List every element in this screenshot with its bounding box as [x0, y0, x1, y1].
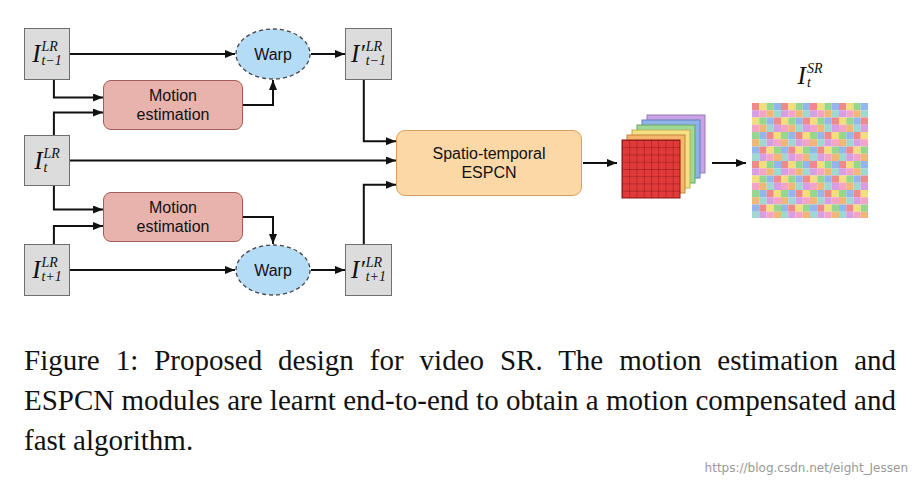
math-label: I′LRt+1 [351, 256, 386, 284]
connector [70, 160, 396, 162]
connector [311, 53, 345, 55]
figure-caption: Figure 1: Proposed design for video SR. … [24, 340, 896, 460]
output-arrow [583, 162, 617, 164]
superscript: LR [366, 40, 386, 54]
connector [54, 226, 103, 244]
connector [70, 53, 235, 55]
connector [243, 80, 273, 105]
watermark: https://blog.csdn.net/eight_Jessen [705, 461, 908, 475]
subscript: t−1 [366, 54, 386, 68]
process-box: Motion estimation [103, 192, 243, 242]
subscript: t+1 [366, 270, 386, 284]
math-label: ILRt+1 [32, 256, 62, 284]
connector [243, 217, 273, 244]
script-stack: LRt+1 [366, 256, 386, 284]
frame-box: ILRt [24, 135, 70, 186]
output-arrow [712, 162, 746, 164]
symbol-base: I′ [351, 257, 365, 283]
math-label: ILRt [34, 147, 60, 175]
connector [364, 185, 396, 244]
script-stack: LRt−1 [41, 40, 61, 68]
math-label: ILRt−1 [32, 40, 62, 68]
node-label: Warp [254, 261, 292, 280]
connector [364, 80, 396, 141]
feature-stack [622, 115, 705, 198]
connector [311, 269, 345, 271]
subscript: t [43, 161, 59, 175]
sr-mosaic [752, 103, 868, 218]
symbol-base: I [798, 63, 806, 89]
process-box: Spatio-temporal ESPCN [396, 130, 582, 196]
symbol-base: I [32, 257, 40, 283]
script-stack: LRt−1 [366, 40, 386, 68]
node-label: Motion estimation [123, 86, 223, 124]
node-label: Motion estimation [123, 198, 223, 236]
symbol-base: I [32, 41, 40, 67]
script-stack: LRt [43, 147, 59, 175]
superscript: LR [366, 256, 386, 270]
node-label: Spatio-temporal ESPCN [419, 144, 559, 182]
connector [70, 269, 235, 271]
math-label: I′LRt−1 [351, 40, 386, 68]
script-stack: LRt+1 [41, 256, 61, 284]
connector [54, 113, 103, 136]
script-stack: SRt [807, 62, 823, 90]
subscript: t+1 [41, 270, 61, 284]
superscript: SR [807, 62, 823, 76]
math-label: ISRt [798, 62, 823, 90]
connector [54, 186, 103, 210]
frame-box: ILRt+1 [24, 244, 70, 296]
superscript: LR [41, 40, 61, 54]
node-label: Warp [254, 45, 292, 64]
connector [54, 80, 103, 98]
symbol-base: I [34, 148, 42, 174]
frame-box: I′LRt−1 [345, 28, 392, 80]
subscript: t−1 [41, 54, 61, 68]
process-box: Motion estimation [103, 80, 243, 130]
warp-ellipse: Warp [235, 28, 311, 80]
superscript: LR [41, 256, 61, 270]
superscript: LR [43, 147, 59, 161]
symbol-base: I′ [351, 41, 365, 67]
warp-ellipse: Warp [235, 244, 311, 296]
frame-box: ILRt−1 [24, 28, 70, 80]
subscript: t [807, 76, 823, 90]
frame-box: I′LRt+1 [345, 244, 392, 296]
output-image: ISRt [752, 62, 868, 218]
